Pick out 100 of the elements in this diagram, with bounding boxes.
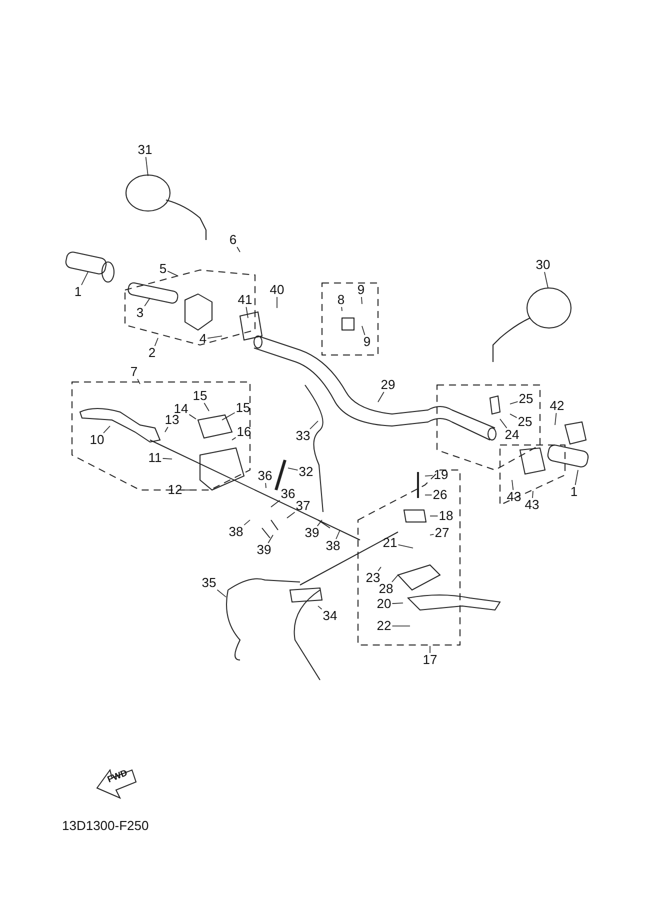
leader-line [430, 534, 434, 536]
callout-number: 38 [324, 539, 342, 553]
callout-number: 22 [376, 619, 392, 633]
callout-number: 42 [548, 399, 566, 413]
leader-line [154, 338, 158, 346]
leader-line [424, 475, 434, 476]
leader-line [207, 336, 222, 339]
leader-line [246, 306, 248, 318]
leader-line [145, 156, 148, 176]
callout-number: 17 [422, 653, 438, 667]
leader-line [144, 298, 150, 306]
leader-line [424, 494, 432, 496]
callout-number: 30 [534, 258, 552, 272]
callout-number: 7 [129, 365, 139, 379]
callout-number: 28 [378, 582, 394, 596]
callout-number: 11 [147, 451, 163, 465]
callout-number: 25 [516, 415, 534, 429]
fwd-label: FWD [106, 768, 129, 784]
leader-line [276, 296, 278, 308]
leader-line [398, 544, 414, 548]
leader-line [392, 602, 404, 604]
callout-number: 35 [200, 576, 218, 590]
callout-number: 38 [228, 525, 244, 539]
callout-number: 36 [280, 487, 296, 501]
leader-line [137, 378, 140, 384]
callout-number: 12 [166, 483, 184, 497]
leader-line [500, 418, 508, 428]
callout-number: 1 [73, 285, 83, 299]
callout-number: 43 [506, 490, 522, 504]
leader-line [286, 512, 296, 518]
leader-line [103, 426, 110, 434]
callout-number: 21 [382, 536, 398, 550]
callout-number: 33 [294, 429, 312, 443]
callout-number: 20 [376, 597, 392, 611]
leader-line [232, 437, 236, 440]
leader-line [361, 296, 362, 304]
callout-number: 43 [524, 498, 540, 512]
callout-number: 25 [518, 392, 534, 406]
leader-line [288, 468, 298, 471]
leader-line [512, 480, 514, 490]
callout-number: 3 [135, 306, 145, 320]
leader-line [270, 500, 280, 508]
callout-number: 27 [434, 526, 450, 540]
callout-number: 1 [569, 485, 579, 499]
leader-line [574, 470, 578, 486]
callout-number: 16 [236, 425, 252, 439]
leader-line [336, 530, 340, 540]
leader-line [216, 589, 226, 598]
leader-line [392, 574, 398, 582]
leader-line [310, 420, 318, 430]
leader-line [341, 306, 342, 312]
callout-number: 40 [268, 283, 286, 297]
callout-number: 31 [136, 143, 154, 157]
leader-line [378, 392, 384, 402]
callout-number: 32 [298, 465, 314, 479]
callout-number: 24 [504, 428, 520, 442]
callout-number: 15 [234, 401, 252, 415]
leader-line [362, 326, 366, 336]
callout-number: 36 [256, 469, 274, 483]
leader-line [544, 272, 548, 288]
leader-line [162, 458, 172, 460]
callout-number: 39 [304, 526, 320, 540]
callout-number: 9 [362, 335, 372, 349]
leader-line [188, 414, 196, 420]
callout-number: 6 [228, 233, 238, 247]
callout-number: 13 [164, 413, 180, 427]
leader-line [316, 520, 322, 526]
leader-line [532, 490, 534, 498]
leader-line [510, 401, 518, 404]
leader-line [268, 534, 274, 544]
callout-number: 5 [158, 262, 168, 276]
leader-line [510, 414, 518, 418]
leader-line [222, 412, 236, 420]
callout-number: 23 [364, 571, 382, 585]
leader-line [265, 482, 266, 488]
callout-number: 29 [380, 378, 396, 392]
callout-number: 26 [432, 488, 448, 502]
leader-line [554, 412, 557, 426]
callout-number: 9 [356, 283, 366, 297]
part-code: 13D1300-F250 [62, 818, 149, 833]
callout-number: 2 [147, 346, 157, 360]
leader-line [164, 426, 168, 432]
callout-number: 39 [256, 543, 272, 557]
callout-number: 37 [294, 499, 312, 513]
leader-line [167, 270, 178, 276]
callout-number: 19 [432, 468, 450, 482]
callout-number: 14 [172, 402, 190, 416]
callout-number: 4 [198, 332, 208, 346]
leader-line [244, 520, 250, 526]
leader-line [204, 402, 210, 412]
leader-line [318, 606, 322, 610]
leader-line [378, 566, 382, 572]
callout-number: 8 [336, 293, 346, 307]
callout-number: 18 [438, 509, 454, 523]
callout-number: 34 [322, 609, 338, 623]
leader-line [81, 272, 88, 286]
callout-number: 41 [236, 293, 254, 307]
callout-number: 10 [88, 433, 106, 447]
leader-line [236, 246, 240, 252]
callout-number: 15 [192, 389, 208, 403]
